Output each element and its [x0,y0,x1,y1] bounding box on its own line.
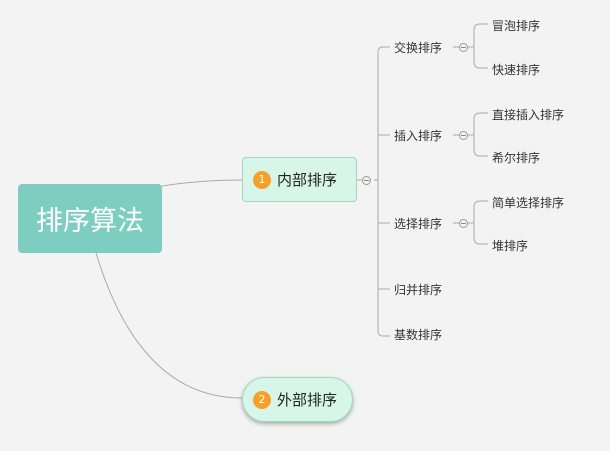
leaf-quick-sort[interactable]: 快速排序 [492,61,540,78]
root-to-internal-connector [161,179,243,187]
leaf-simple-selection-sort[interactable]: 简单选择排序 [492,194,564,211]
collapse-toggle-icon[interactable] [362,176,371,185]
leaf-label: 直接插入排序 [492,108,565,122]
subtopic-exchange-sort[interactable]: 交换排序 [394,39,442,56]
number-badge: 1 [253,170,271,189]
subtopic-merge-sort[interactable]: 归并排序 [394,281,442,298]
subtopic-label: 选择排序 [394,217,443,231]
selection-sort-bracket [453,200,488,245]
leaf-label: 堆排序 [492,239,529,253]
root-topic-label: 排序算法 [36,206,144,237]
main-topic-external-sort[interactable]: 2 外部排序 [242,377,353,422]
subtopic-label: 交换排序 [394,41,443,55]
subtopic-radix-sort[interactable]: 基数排序 [394,326,442,343]
main-topic-label: 内部排序 [277,171,338,189]
insertion-sort-bracket [453,112,488,157]
collapse-toggle-icon[interactable] [459,131,468,140]
main-topic-internal-sort[interactable]: 1 内部排序 [242,157,357,202]
leaf-heap-sort[interactable]: 堆排序 [492,237,528,254]
root-to-external-connector [95,252,243,399]
root-topic[interactable]: 排序算法 [18,184,162,253]
leaf-shell-sort[interactable]: 希尔排序 [492,149,540,166]
main-topic-label: 外部排序 [277,391,338,409]
subtopic-insertion-sort[interactable]: 插入排序 [394,127,442,144]
leaf-label: 简单选择排序 [492,196,565,210]
subtopic-label: 插入排序 [394,129,443,143]
leaf-bubble-sort[interactable]: 冒泡排序 [492,17,540,34]
number-badge: 2 [253,390,271,409]
leaf-label: 希尔排序 [492,151,541,165]
subtopic-label: 基数排序 [394,328,443,342]
exchange-sort-bracket [453,23,488,69]
leaf-label: 快速排序 [492,63,541,77]
subtopic-label: 归并排序 [394,283,443,297]
collapse-toggle-icon[interactable] [459,43,468,52]
leaf-straight-insertion-sort[interactable]: 直接插入排序 [492,106,564,123]
leaf-label: 冒泡排序 [492,19,541,33]
internal-sort-bracket [357,46,390,337]
subtopic-selection-sort[interactable]: 选择排序 [394,215,442,232]
collapse-toggle-icon[interactable] [459,219,468,228]
